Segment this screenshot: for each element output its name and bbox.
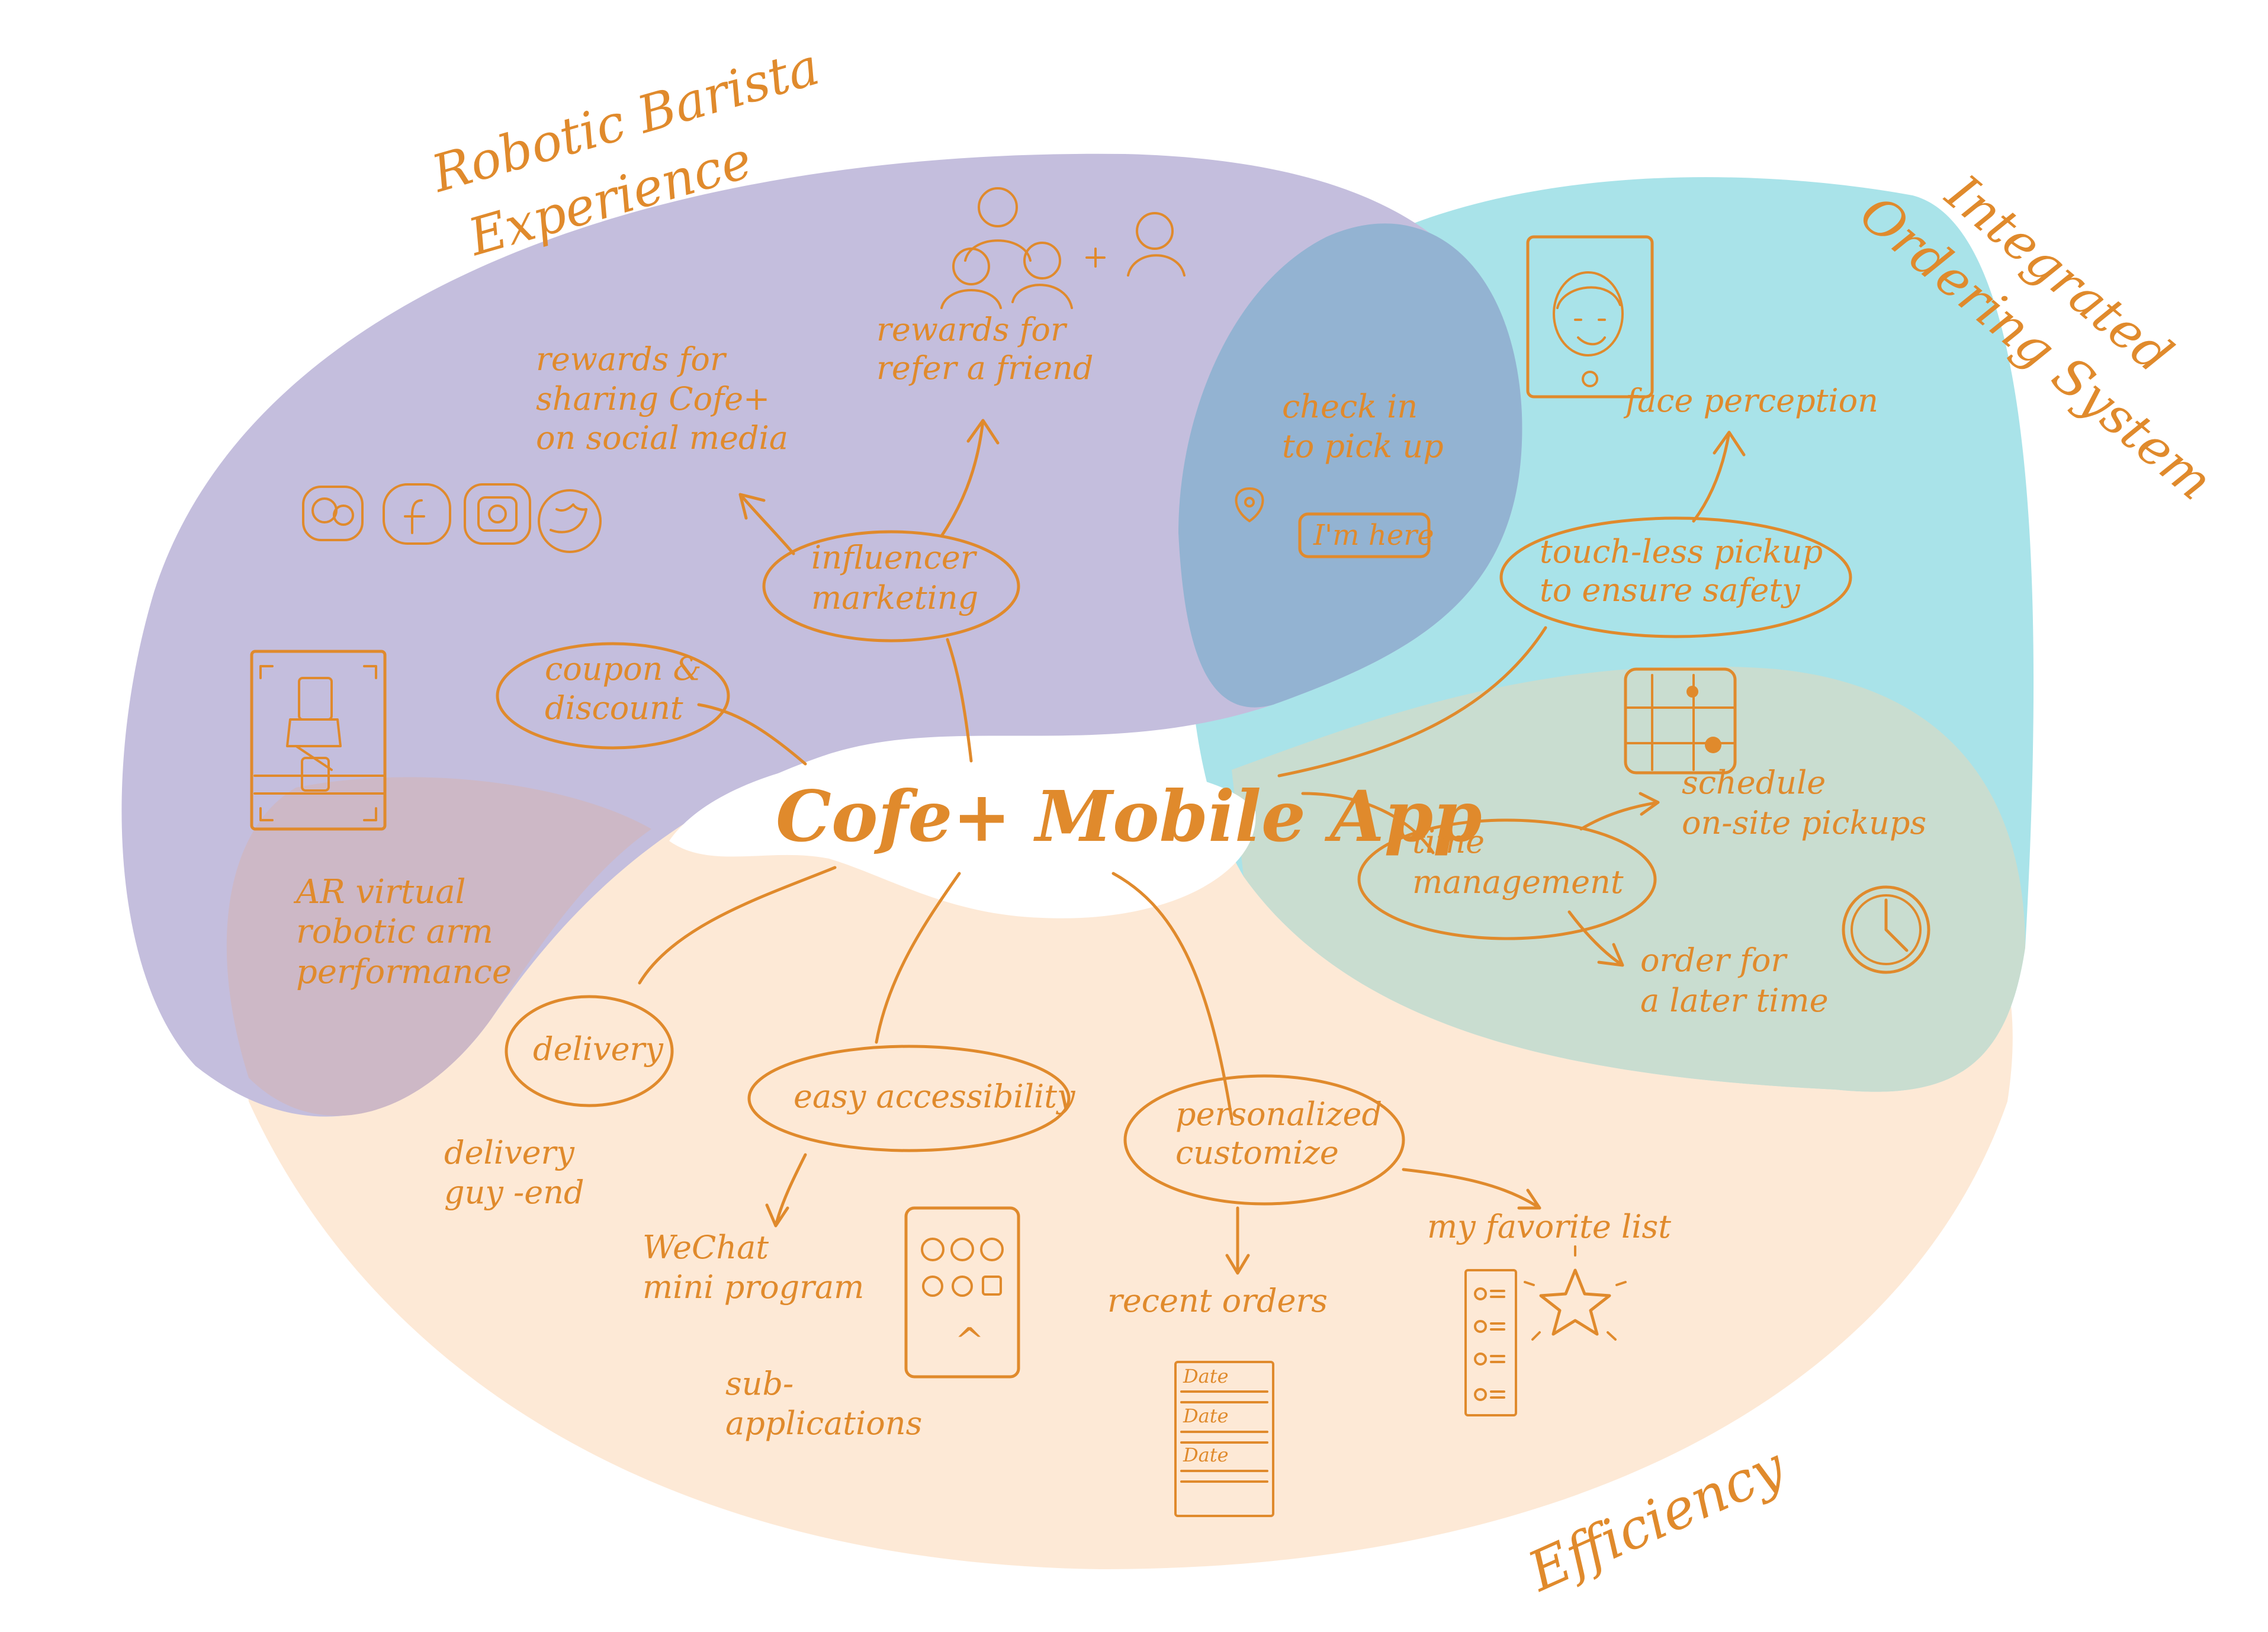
svg-text:Date: Date	[1183, 1365, 1229, 1387]
connector-accessibility	[875, 872, 961, 1044]
favorite-list-text: my favorite list	[1427, 1208, 1671, 1245]
arrow-recent-orders	[1225, 1206, 1250, 1275]
coupon-discount-bubble	[496, 642, 730, 750]
location-pin-icon	[1235, 487, 1264, 522]
rewards-refer-line2: refer a friend	[876, 349, 1093, 387]
delivery-guy-line1: delivery	[444, 1134, 575, 1171]
arrow-favorite	[1402, 1168, 1541, 1210]
check-in-line2: to pick up	[1282, 428, 1444, 465]
personalized-line1: personalized	[1175, 1096, 1382, 1133]
arrow-wechat	[765, 1153, 807, 1228]
connector-delivery	[638, 866, 837, 985]
order-later-line1: order for	[1640, 942, 1788, 979]
face-phone-icon	[1526, 235, 1654, 399]
rewards-social-line3: on social media	[536, 419, 788, 457]
coupon-discount-line1: coupon &	[545, 650, 702, 688]
schedule-pickups-line1: schedule	[1682, 764, 1826, 801]
delivery-text: delivery	[533, 1030, 664, 1068]
star-icon	[1524, 1245, 1627, 1341]
checklist-icon	[1464, 1269, 1517, 1416]
overlap-robotic-ordering	[1178, 223, 1522, 708]
arrow-face	[1692, 431, 1746, 523]
ar-virtual-line2: robotic arm	[296, 913, 493, 951]
rewards-refer-line1: rewards for	[876, 311, 1068, 348]
im-here-button: I'm here	[1298, 512, 1434, 558]
wechat-line2: mini program	[643, 1268, 864, 1306]
coupon-discount-line2: discount	[545, 689, 683, 727]
svg-text:^: ^	[955, 1321, 984, 1362]
facebook-icon	[383, 483, 451, 545]
easy-accessibility-bubble	[747, 1045, 1071, 1152]
touchless-pickup-bubble	[1499, 516, 1852, 638]
wechat-line1: WeChat	[643, 1229, 769, 1266]
wechat-icon	[302, 486, 364, 541]
svg-text:Date: Date	[1183, 1444, 1229, 1466]
arrow-order-later	[1567, 910, 1624, 967]
connector-personalized	[1111, 872, 1233, 1121]
easy-accessibility-text: easy accessibility	[794, 1078, 1076, 1115]
connector-influencer	[946, 638, 973, 763]
check-in-line1: check in	[1282, 388, 1418, 425]
twitter-icon	[538, 489, 602, 553]
instagram-icon	[464, 483, 531, 545]
center-hole	[669, 751, 1256, 918]
app-grid-icon: ^	[904, 1206, 1020, 1379]
connectors	[638, 419, 1746, 1275]
calendar-map-icon	[1624, 667, 1737, 775]
personalized-line2: customize	[1175, 1134, 1339, 1171]
arrow-schedule	[1579, 792, 1660, 831]
rewards-social-line1: rewards for	[536, 340, 727, 378]
time-management-bubble	[1357, 818, 1657, 940]
recent-orders-text: recent orders	[1107, 1282, 1328, 1319]
receipt-list-icon: Date Date Date	[1174, 1361, 1274, 1517]
delivery-bubble	[505, 995, 674, 1107]
influencer-marketing-line2: marketing	[811, 579, 978, 616]
personalized-customize-bubble	[1123, 1074, 1405, 1206]
svg-text:Date: Date	[1183, 1405, 1229, 1427]
overlap-robotic-efficiency	[226, 777, 651, 1116]
rewards-social-line2: sharing Cofe+	[536, 380, 770, 417]
ar-virtual-line3: performance	[296, 953, 512, 991]
time-management-line1: time	[1412, 823, 1485, 860]
arrow-rewards-social	[738, 493, 795, 555]
center-title: Cofe+ Mobile App	[776, 775, 1482, 857]
influencer-marketing-line1: influencer	[811, 539, 978, 576]
influencer-marketing-bubble	[762, 530, 1020, 642]
delivery-guy-line2: guy -end	[444, 1174, 584, 1211]
face-perception-text: face perception	[1623, 382, 1878, 419]
time-management-line2: management	[1412, 863, 1624, 901]
clock-icon	[1842, 885, 1930, 974]
sub-applications-line2: applications	[725, 1405, 922, 1442]
arrow-rewards-refer	[940, 419, 1000, 538]
robot-arm-sketch-icon	[250, 650, 387, 831]
overlap-ordering-efficiency	[1232, 666, 2025, 1092]
order-later-line2: a later time	[1640, 982, 1829, 1019]
svg-text:I'm here: I'm here	[1313, 519, 1434, 552]
touchless-pickup-line1: touch-less pickup	[1540, 533, 1823, 570]
connector-time	[1301, 792, 1435, 854]
sub-applications-line1: sub-	[725, 1365, 794, 1402]
add-person-icon	[1085, 212, 1186, 277]
touchless-pickup-line2: to ensure safety	[1540, 571, 1801, 609]
connector-touchless	[1277, 626, 1547, 778]
schedule-pickups-line2: on-site pickups	[1682, 804, 1926, 841]
ar-virtual-line1: AR virtual	[293, 873, 466, 911]
connector-coupon	[697, 703, 807, 766]
people-group-icon	[940, 187, 1073, 309]
